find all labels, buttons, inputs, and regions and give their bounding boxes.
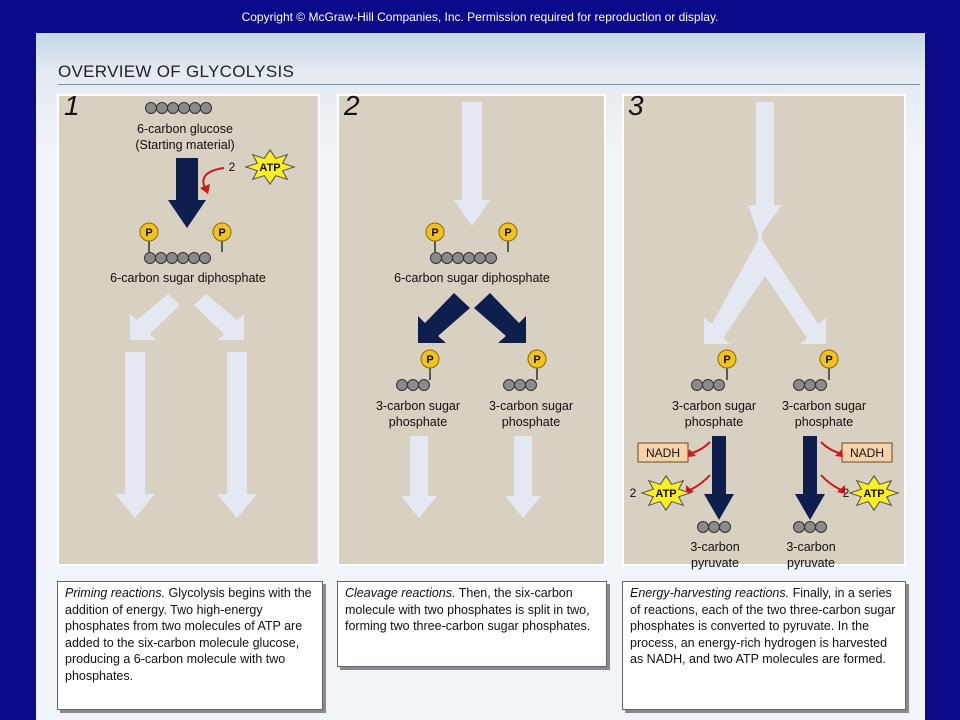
diphosphate-label: 6-carbon sugar diphosphate <box>110 271 266 285</box>
glucose-molecule <box>145 102 212 114</box>
sugar-diphosphate-molecule <box>144 252 211 264</box>
glucose-label: 6-carbon glucose (Starting material) <box>135 122 235 152</box>
atp-red-arrowhead <box>837 485 845 494</box>
sugar-diphosphate-molecule <box>430 252 497 264</box>
phosphate-label: P <box>723 354 730 366</box>
sugar-phosphate-molecule <box>396 379 430 391</box>
caption-cleavage: Cleavage reactions. Then, the six-carbon… <box>337 581 607 667</box>
sugar-phosphate-molecule <box>503 379 537 391</box>
caption-lead: Cleavage reactions. <box>345 586 456 600</box>
phosphate-label: P <box>218 227 225 239</box>
nadh-box-left <box>637 442 689 463</box>
caption-text: Then, the six-carbon molecule with two p… <box>345 586 591 633</box>
nadh-red-arrow <box>820 441 840 454</box>
sugar-phosphate-label-left: 3-carbon sugar phosphate <box>375 399 461 429</box>
light-down-arrow-top <box>454 102 490 226</box>
sugar-phosphate-label-left: 3-carbon sugar phosphate <box>671 399 757 429</box>
atp-red-arrowhead <box>686 485 694 494</box>
phosphate-label: P <box>825 354 832 366</box>
caption-priming: Priming reactions. Glycolysis begins wit… <box>57 581 323 710</box>
atp-red-arrow <box>689 474 711 491</box>
light-down-arrow-right <box>217 352 257 518</box>
atp-count: 2 <box>843 486 850 500</box>
sugar-phosphate-label-right: 3-carbon sugar phosphate <box>781 399 867 429</box>
pyruvate-label-left: 3-carbon pyruvate <box>690 540 740 570</box>
sugar-phosphate-molecule <box>793 379 827 391</box>
phosphate-label: P <box>145 227 152 239</box>
nadh-red-arrowhead <box>688 449 696 457</box>
light-y-arrow <box>704 102 826 344</box>
light-down-arrow-right <box>505 436 541 518</box>
nadh-red-arrow <box>691 441 711 454</box>
atp-red-arrow <box>820 474 842 491</box>
cleavage-dark-arrow-right <box>474 293 526 343</box>
atp-label: ATP <box>655 488 676 500</box>
title-rule <box>58 84 920 85</box>
harvest-dark-arrow-right <box>795 436 825 520</box>
phosphate-label: P <box>431 227 438 239</box>
nadh-label: NADH <box>850 446 884 460</box>
copyright-notice: Copyright © McGraw-Hill Companies, Inc. … <box>241 10 719 24</box>
cleavage-dark-arrow-left <box>418 293 470 343</box>
phosphate-label: P <box>504 227 511 239</box>
atp-label: ATP <box>863 488 884 500</box>
caption-text: Glycolysis begins with the addition of e… <box>65 586 312 683</box>
atp-red-arrowhead <box>200 184 210 194</box>
light-down-arrow-left <box>401 436 437 518</box>
figure-title: OVERVIEW OF GLYCOLYSIS <box>58 62 295 81</box>
diphosphate-label: 6-carbon sugar diphosphate <box>394 271 550 285</box>
pyruvate-molecule <box>793 521 827 533</box>
panel-1-number: 1 <box>64 90 80 121</box>
light-branch-arrow-right <box>194 294 244 340</box>
caption-energy-harvesting: Energy-harvesting reactions. Finally, in… <box>622 581 906 710</box>
caption-text: Finally, in a series of reactions, each … <box>630 586 896 666</box>
light-down-arrow-left <box>115 352 155 518</box>
priming-dark-arrow <box>168 158 206 228</box>
light-branch-arrow-left <box>130 294 180 340</box>
sugar-phosphate-label-right: 3-carbon sugar phosphate <box>488 399 574 429</box>
nadh-red-arrowhead <box>835 449 843 457</box>
pyruvate-label-right: 3-carbon pyruvate <box>786 540 836 570</box>
phosphate-label: P <box>533 354 540 366</box>
phosphate-label: P <box>426 354 433 366</box>
sugar-phosphate-molecule <box>691 379 725 391</box>
caption-lead: Priming reactions. <box>65 586 166 600</box>
nadh-label: NADH <box>646 446 680 460</box>
pyruvate-molecule <box>697 521 731 533</box>
panel-3-number: 3 <box>628 90 644 121</box>
atp-count: 2 <box>229 160 236 174</box>
atp-count: 2 <box>630 486 637 500</box>
caption-lead: Energy-harvesting reactions. <box>630 586 790 600</box>
atp-label: ATP <box>259 162 280 174</box>
harvest-dark-arrow-left <box>704 436 734 520</box>
panel-2-number: 2 <box>344 90 360 121</box>
